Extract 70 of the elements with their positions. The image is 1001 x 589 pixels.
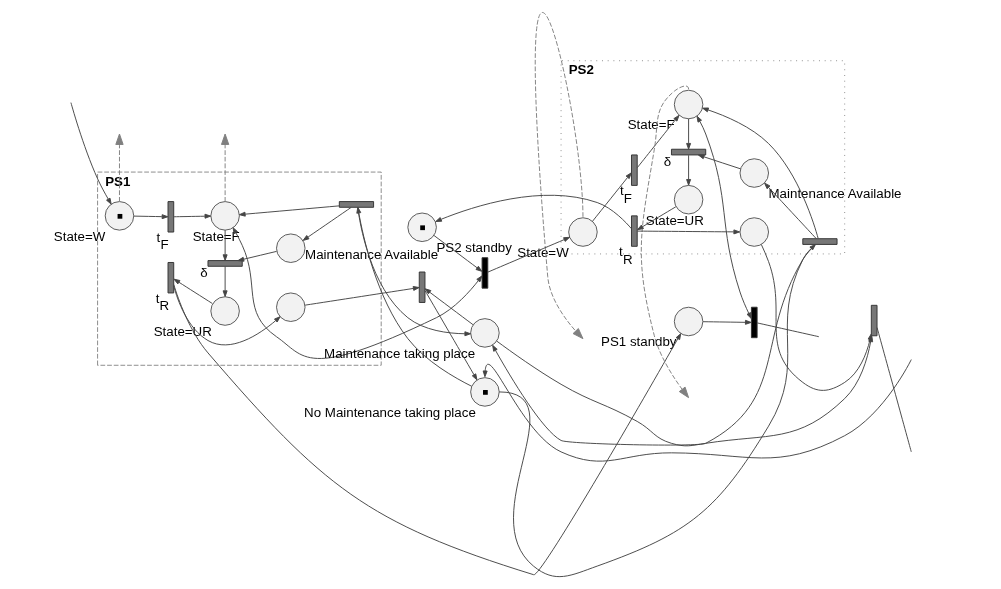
node-bar [338, 201, 375, 208]
node-bar [418, 271, 426, 303]
node-box [167, 201, 175, 233]
arrow [356, 206, 473, 387]
arrow [535, 12, 584, 340]
arrow [424, 290, 478, 381]
arrow [302, 206, 352, 241]
node-bar [870, 304, 878, 337]
node-label: State=UR [645, 212, 704, 228]
node-circle [470, 377, 500, 407]
node-circle [470, 318, 500, 348]
node-label: No Maintenance taking place [304, 404, 476, 420]
node-bar [750, 306, 758, 339]
arrow [686, 118, 692, 150]
node-circle [276, 233, 306, 263]
arrow [238, 205, 340, 217]
node-box [671, 148, 707, 156]
connector [756, 322, 820, 338]
arrow [173, 213, 212, 219]
node-label: δ [663, 153, 672, 169]
node-label: PS1 standby [601, 334, 677, 350]
arrow [697, 154, 742, 170]
arrow [696, 115, 752, 320]
node-label: State=F [192, 228, 240, 244]
arrow [686, 154, 692, 186]
arrow [424, 288, 474, 326]
node-circle [673, 184, 704, 215]
node-bar [481, 257, 489, 289]
node-circle [673, 306, 704, 337]
node-circle [739, 217, 769, 247]
arrow [702, 107, 819, 239]
node-circle [568, 217, 598, 247]
arrow [433, 234, 483, 272]
node-box [207, 260, 243, 267]
arrow [115, 133, 124, 202]
arrow [482, 359, 912, 462]
arrow [222, 266, 228, 297]
arrow [133, 214, 169, 220]
arrow [636, 114, 680, 169]
node-label: Maintenance Available [768, 185, 902, 201]
node-circle [407, 212, 437, 243]
node-label: State=UR [153, 323, 212, 339]
arrow [636, 229, 741, 235]
node-circle [104, 201, 135, 231]
arrow [357, 207, 472, 337]
node-box [631, 154, 638, 186]
arrow [232, 227, 483, 359]
arrow [70, 102, 112, 205]
node-circle [210, 201, 240, 231]
arrow [304, 285, 420, 306]
node-label: State=W [53, 228, 106, 244]
arrow [220, 133, 230, 203]
arrow [173, 278, 213, 304]
arrow [640, 85, 690, 399]
arrow [173, 284, 682, 576]
connector [876, 327, 912, 453]
node-box [631, 215, 638, 247]
arrow [173, 285, 281, 346]
node-label: State=F [627, 117, 675, 133]
arrow [435, 194, 632, 230]
arrow [702, 319, 752, 325]
arrow [637, 206, 677, 231]
node-label: δ [200, 264, 208, 280]
arrow [222, 229, 228, 261]
node-box [167, 262, 175, 294]
arrow [764, 182, 817, 240]
arrow [592, 172, 632, 222]
node-circle [210, 296, 240, 326]
node-bar [802, 238, 838, 245]
arrow [237, 250, 278, 262]
